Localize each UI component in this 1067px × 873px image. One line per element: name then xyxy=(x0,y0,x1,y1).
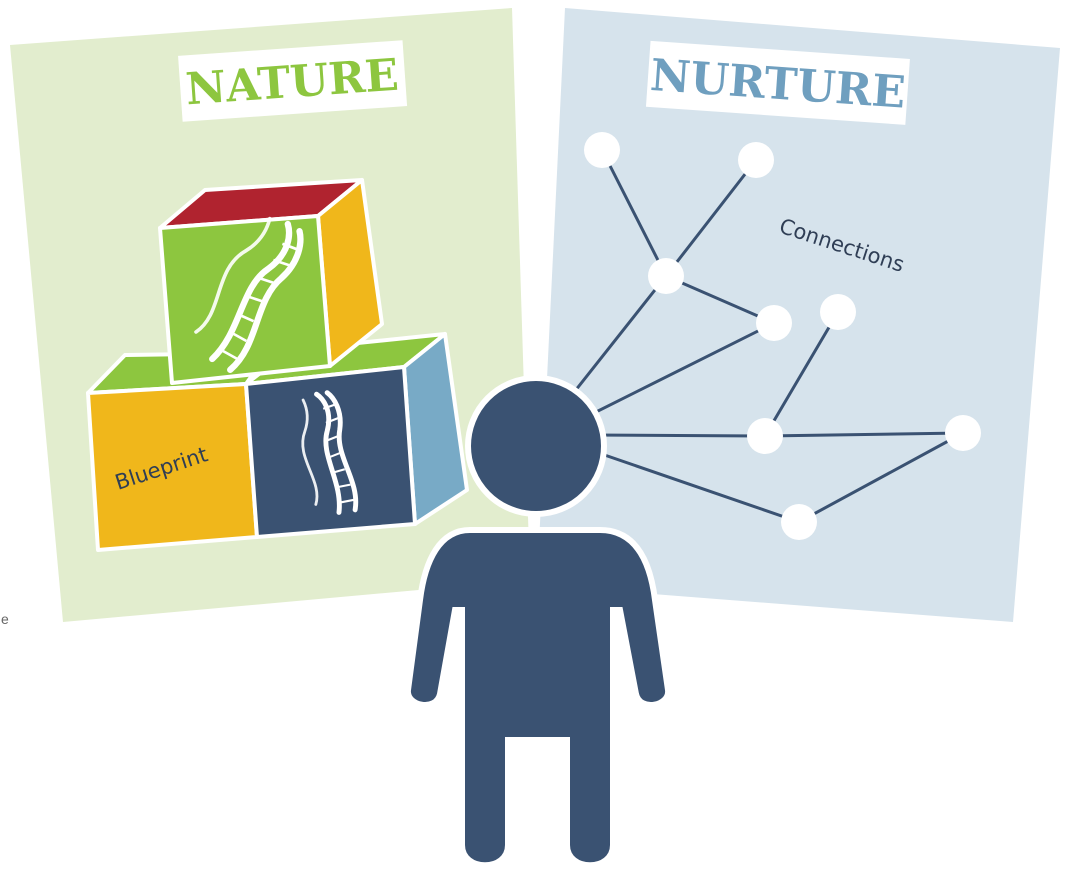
network-node xyxy=(648,258,684,294)
network-node xyxy=(945,415,981,451)
nurture-title-label: NURTURE xyxy=(645,40,910,125)
network-node xyxy=(584,132,620,168)
network-node xyxy=(756,305,792,341)
network-node xyxy=(738,142,774,178)
margin-text: e xyxy=(1,611,9,627)
nature-title-label: NATURE xyxy=(178,40,408,122)
nurture-card: NURTURE xyxy=(537,8,1060,622)
network-node xyxy=(747,418,783,454)
network-icon xyxy=(558,132,981,540)
nurture-card-background xyxy=(537,8,1060,622)
network-node xyxy=(820,294,856,330)
person-icon xyxy=(405,375,671,869)
network-node xyxy=(781,504,817,540)
dna-block-navy xyxy=(244,365,417,539)
building-blocks xyxy=(86,178,469,552)
